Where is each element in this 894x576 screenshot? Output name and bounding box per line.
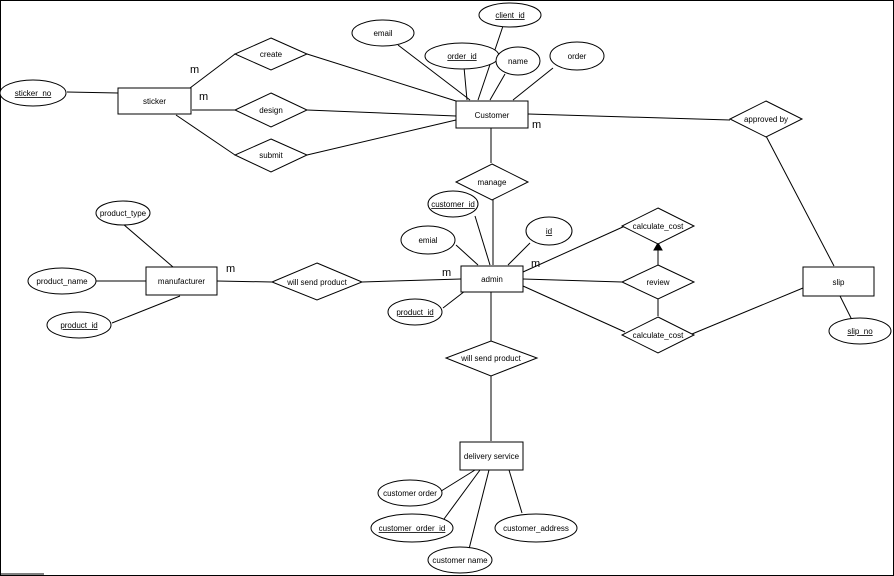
entity-manufacturer: manufacturer bbox=[145, 266, 218, 296]
entity-delivery-service: delivery service bbox=[459, 441, 524, 471]
attribute-customer-order-id-label: customer_order_id bbox=[379, 524, 446, 533]
attribute-client-id-label: client_id bbox=[495, 11, 524, 20]
attribute-customer-id: customer_id bbox=[427, 190, 479, 218]
cardinality-manufacturer-send: m bbox=[226, 263, 235, 275]
entity-admin: admin bbox=[460, 265, 524, 293]
attribute-customer-address: customer_address bbox=[494, 513, 578, 543]
cardinality-admin-send: m bbox=[442, 267, 451, 279]
entity-admin-label: admin bbox=[481, 275, 503, 284]
attribute-email: email bbox=[351, 19, 415, 47]
attribute-customer-id-label: customer_id bbox=[431, 200, 475, 209]
relationship-will-send-product-manufacturer-label: will send product bbox=[286, 278, 347, 287]
attribute-name: name bbox=[495, 46, 541, 76]
entity-sticker-label: sticker bbox=[143, 97, 166, 106]
relationship-calculate-cost-top: calculate_cost bbox=[620, 207, 696, 245]
attribute-order-id-label: order_id bbox=[447, 52, 476, 61]
relationship-submit-label: submit bbox=[259, 151, 283, 160]
attribute-sticker-no-label: sticker_no bbox=[15, 89, 52, 98]
relationship-design-label: design bbox=[259, 106, 283, 115]
cardinality-customer-approved: m bbox=[532, 119, 541, 131]
attribute-emial: emial bbox=[400, 225, 456, 255]
relationship-create-label: create bbox=[260, 50, 283, 59]
entity-slip-label: slip bbox=[832, 278, 845, 287]
attribute-customer-address-label: customer_address bbox=[503, 524, 569, 533]
attribute-sticker-no: sticker_no bbox=[0, 79, 67, 107]
attribute-product-id-admin: product_id bbox=[387, 298, 443, 326]
attribute-product-id-manufacturer-label: product_id bbox=[60, 321, 97, 330]
attribute-product-type: product_type bbox=[95, 200, 151, 226]
entity-customer-label: Customer bbox=[475, 111, 510, 120]
cardinality-sticker-create: m bbox=[190, 64, 199, 76]
entity-delivery-service-label: delivery service bbox=[464, 452, 520, 461]
attribute-slip-no: slip_no bbox=[828, 317, 892, 345]
attribute-order-label: order bbox=[568, 52, 587, 61]
relationship-review-label: review bbox=[646, 278, 669, 287]
relationship-review: review bbox=[620, 264, 696, 300]
attribute-customer-name: customer name bbox=[427, 546, 493, 574]
relationship-manage: manage bbox=[454, 163, 530, 201]
attribute-customer-name-label: customer name bbox=[432, 556, 488, 565]
attribute-product-name: product_name bbox=[27, 267, 97, 295]
attribute-product-id-manufacturer: product_id bbox=[46, 311, 112, 339]
attribute-name-label: name bbox=[508, 57, 529, 66]
attribute-emial-label: emial bbox=[418, 236, 437, 245]
attribute-product-name-label: product_name bbox=[36, 277, 88, 286]
relationship-calculate-cost-top-label: calculate_cost bbox=[633, 222, 684, 231]
relationship-will-send-product-admin-label: will send product bbox=[460, 354, 521, 363]
attribute-order: order bbox=[549, 41, 605, 71]
attribute-email-label: email bbox=[373, 29, 392, 38]
entity-slip: slip bbox=[802, 266, 875, 297]
attribute-product-type-label: product_type bbox=[100, 209, 147, 218]
relationship-approved-by: approved by bbox=[728, 100, 804, 138]
attribute-customer-order-id: customer_order_id bbox=[370, 513, 454, 543]
attribute-order-id: order_id bbox=[424, 42, 500, 70]
attribute-slip-no-label: slip_no bbox=[847, 327, 873, 336]
attribute-product-id-admin-label: product_id bbox=[396, 308, 433, 317]
attribute-id-label: id bbox=[546, 227, 552, 236]
connector-lines bbox=[66, 25, 853, 550]
attribute-customer-order-label: customer order bbox=[383, 489, 437, 498]
cardinality-admin-calc: m bbox=[531, 258, 540, 270]
entity-sticker: sticker bbox=[117, 87, 192, 115]
attribute-id: id bbox=[525, 216, 573, 246]
entity-manufacturer-label: manufacturer bbox=[158, 277, 205, 286]
attribute-customer-order: customer order bbox=[377, 479, 443, 507]
relationship-submit: submit bbox=[233, 138, 309, 173]
relationship-will-send-product-admin: will send product bbox=[444, 340, 539, 377]
relationship-approved-by-label: approved by bbox=[744, 115, 788, 124]
attribute-client-id: client_id bbox=[478, 2, 542, 28]
cardinality-sticker-design: m bbox=[199, 91, 208, 103]
relationship-design: design bbox=[233, 92, 309, 128]
relationship-calculate-cost-bottom: calculate_cost bbox=[620, 316, 696, 354]
relationship-will-send-product-manufacturer: will send product bbox=[270, 262, 364, 301]
relationship-create: create bbox=[233, 37, 309, 71]
entity-customer: Customer bbox=[455, 100, 529, 129]
relationship-manage-label: manage bbox=[478, 178, 507, 187]
relationship-calculate-cost-bottom-label: calculate_cost bbox=[633, 331, 684, 340]
